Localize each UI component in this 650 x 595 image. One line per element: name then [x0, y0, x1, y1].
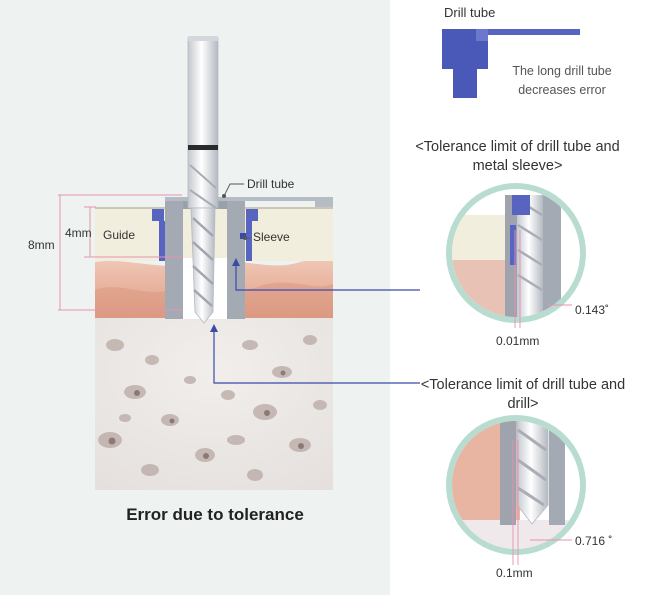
sleeve-label: Sleeve — [253, 230, 290, 244]
metal-sleeve-right — [246, 209, 258, 221]
metal-sleeve-left — [152, 209, 164, 221]
drill-tube-label: Drill tube — [247, 177, 295, 191]
detail-top-gap: 0.01mm — [496, 334, 540, 348]
pointer-arrows — [213, 262, 420, 384]
main-caption: Error due to tolerance — [126, 505, 304, 524]
legend-note: The long drill tube decreases error — [512, 64, 612, 98]
detail-top-angle: 0.143˚ — [575, 303, 610, 317]
guide-label: Guide — [103, 228, 136, 242]
detail-top-title: <Tolerance limit of drill tube and metal… — [415, 139, 620, 174]
detail-bottom-title: <Tolerance limit of drill tube and drill… — [420, 377, 626, 412]
detail-circle-bottom — [446, 415, 586, 565]
dimension-lines — [58, 194, 182, 311]
drill-bit — [187, 36, 219, 324]
dimension-4mm-label: 4mm — [65, 226, 92, 240]
legend-title: Drill tube — [444, 5, 496, 20]
detail-bottom-gap: 0.1mm — [496, 566, 533, 580]
legend-drill-tube-icon — [442, 29, 580, 98]
detail-circle-top — [446, 183, 586, 328]
detail-bottom-angle: 0.716 ˚ — [575, 534, 613, 548]
dimension-8mm-label: 8mm — [28, 238, 55, 252]
cross-section — [58, 36, 420, 490]
